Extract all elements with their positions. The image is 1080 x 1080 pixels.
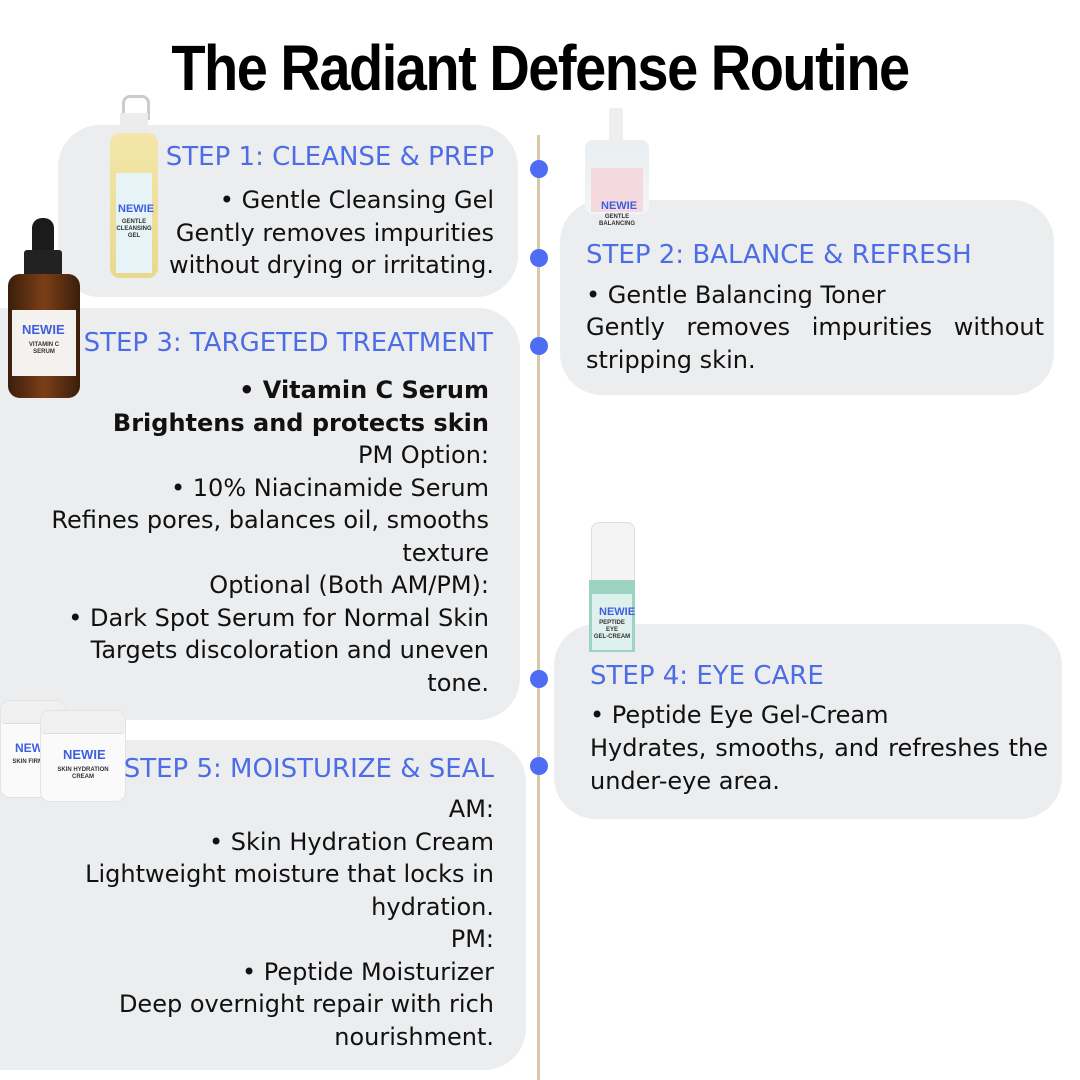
step2-heading: STEP 2: BALANCE & REFRESH (586, 240, 972, 270)
step5-pm-label: PM: (450, 925, 494, 953)
step5-heading: STEP 5: MOISTURIZE & SEAL (123, 754, 494, 784)
step3-card (0, 308, 520, 720)
step3-primary-product: • Vitamin C Serum (239, 376, 489, 404)
eye-gel-cream-pump-image: NEWIE PEPTIDE EYE GEL-CREAM (589, 522, 635, 652)
timeline-dot-step2 (530, 249, 548, 267)
step4-card (554, 624, 1062, 819)
step3-pm-desc-line2: texture (402, 538, 489, 567)
step5-pm-desc-line2: nourishment. (334, 1022, 494, 1051)
step3-text: • Vitamin C Serum Brightens and protects… (51, 374, 489, 699)
step3-pm-product: • 10% Niacinamide Serum (171, 473, 489, 502)
step4-product: • Peptide Eye Gel-Cream (590, 701, 889, 729)
step2-desc: Gently removes impurities without stripp… (586, 313, 1044, 374)
step5-am-label: AM: (448, 795, 494, 823)
step1-desc-line2: without drying or irritating. (169, 251, 494, 279)
step1-heading: STEP 1: CLEANSE & PREP (165, 142, 494, 172)
step5-am-desc-line2: hydration. (371, 892, 494, 921)
step3-optional-product: • Dark Spot Serum for Normal Skin (68, 603, 489, 632)
step4-desc: Hydrates, smooths, and refreshes the und… (590, 734, 1048, 795)
step3-optional-desc-line1: Targets discoloration and uneven (90, 636, 489, 664)
step5-am-desc-line1: Lightweight moisture that locks in (85, 860, 494, 888)
step5-text: AM: • Skin Hydration Cream Lightweight m… (85, 793, 494, 1053)
skin-hydration-cream-jar-image: NEWIE SKIN HYDRATION CREAM (40, 710, 126, 802)
step4-heading: STEP 4: EYE CARE (590, 661, 824, 691)
vitamin-c-serum-dropper-image: NEWIE VITAMIN C SERUM (8, 218, 80, 398)
step2-card (560, 200, 1054, 395)
step3-optional-desc-line2: tone. (427, 668, 489, 697)
timeline-dot-step5 (530, 757, 548, 775)
step1-product: • Gentle Cleansing Gel (219, 186, 494, 214)
step1-desc-line1: Gently removes impurities (175, 218, 494, 247)
step2-product: • Gentle Balancing Toner (586, 281, 886, 309)
step3-pm-option-label: PM Option: (358, 441, 489, 469)
toner-spray-bottle-image: NEWIE GENTLE BALANCING (585, 108, 649, 227)
page-title: The Radiant Defense Routine (171, 31, 910, 104)
timeline-line (537, 135, 540, 1080)
timeline-dot-step3 (530, 337, 548, 355)
step3-primary-desc: Brightens and protects skin (112, 408, 489, 437)
step5-pm-desc-line1: Deep overnight repair with rich (118, 990, 494, 1018)
cleansing-gel-bottle-image: NEWIE GENTLE CLEANSING GEL (102, 95, 166, 281)
timeline-dot-step1 (530, 160, 548, 178)
step5-pm-product: • Peptide Moisturizer (241, 957, 494, 986)
step1-text: • Gentle Cleansing Gel Gently removes im… (169, 184, 494, 282)
step3-heading: STEP 3: TARGETED TREATMENT (83, 328, 493, 358)
step3-pm-desc-line1: Refines pores, balances oil, smooths (51, 506, 489, 534)
step5-am-product: • Skin Hydration Cream (208, 827, 494, 856)
step3-optional-label: Optional (Both AM/PM): (209, 571, 489, 599)
timeline-dot-step4 (530, 670, 548, 688)
